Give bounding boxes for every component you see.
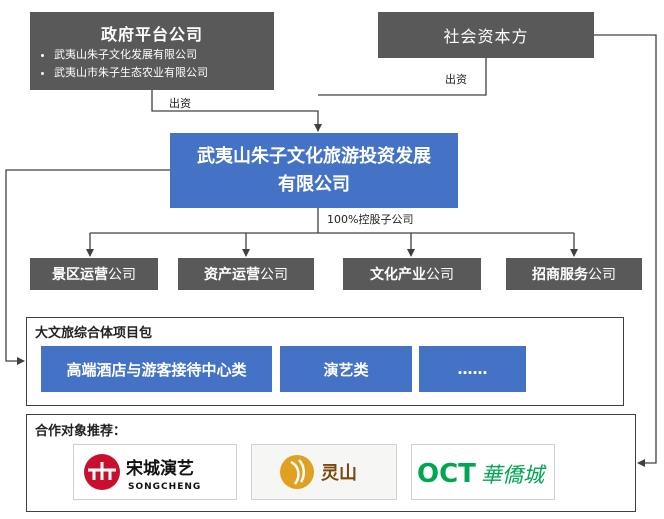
oct-logo: OCT 華僑城 [411,444,555,500]
subsidiary-suffix: 公司 [108,267,136,283]
recommend-title: 合作对象推荐： [35,424,127,439]
holding-label: 100%控股子公司 [327,213,414,226]
subsidiary-investment-service: 招商服务公司 [506,258,642,290]
lingshan-logo: 灵山 [251,444,397,500]
social-to-recommend-arrow [594,34,657,467]
oct-en-text: OCT [417,459,476,489]
subsidiary-name: 资产运营 [204,267,260,283]
songcheng-logo-image: 宋城演艺 SONGCHENG [84,454,201,492]
gov-platform-item: 武夷山朱子文化发展有限公司 [54,46,208,64]
gov-invest-arrow [151,90,322,132]
lingshan-logo-image: 灵山 [280,455,357,489]
gov-platform-title: 政府平台公司 [100,25,203,44]
subsidiary-name: 文化产业 [370,267,426,283]
songcheng-en-text: SONGCHENG [128,482,201,492]
gov-platform-item: 武夷山市朱子生态农业有限公司 [54,64,208,82]
songcheng-logo: 宋城演艺 SONGCHENG [73,444,237,500]
oct-cn-text: 華僑城 [481,463,547,487]
social-invest-line [318,58,487,96]
main-company-box: 武夷山朱子文化旅游投资发展有限公司 [170,133,458,208]
lingshan-cn-text: 灵山 [321,463,357,484]
package-item-performance: 演艺类 [280,346,412,392]
subsidiary-culture-industry: 文化产业公司 [343,258,481,290]
gov-platform-box: 政府平台公司 武夷山朱子文化发展有限公司 武夷山市朱子生态农业有限公司 [30,12,274,90]
invest-label-right: 出资 [445,73,467,86]
subsidiary-suffix: 公司 [588,267,616,283]
subsidiary-suffix: 公司 [260,267,288,283]
invest-label-left: 出资 [169,97,191,110]
social-capital-box: 社会资本方 [378,12,594,58]
subsidiary-asset-operation: 资产运营公司 [178,258,314,290]
songcheng-cn-text: 宋城演艺 [125,458,194,479]
main-to-package-arrow [5,169,170,365]
subsidiary-name: 景区运营 [52,267,108,283]
project-package-title: 大文旅综合体项目包 [35,326,153,341]
oct-logo-image: OCT 華僑城 [417,459,547,489]
subsidiary-suffix: 公司 [426,267,454,283]
subsidiary-scenic-operation: 景区运营公司 [30,258,158,290]
package-item-more: …… [419,346,526,392]
package-item-hotel: 高端酒店与游客接待中心类 [41,346,272,392]
subsidiary-name: 招商服务 [532,267,588,283]
gov-platform-list: 武夷山朱子文化发展有限公司 武夷山市朱子生态农业有限公司 [44,46,208,82]
